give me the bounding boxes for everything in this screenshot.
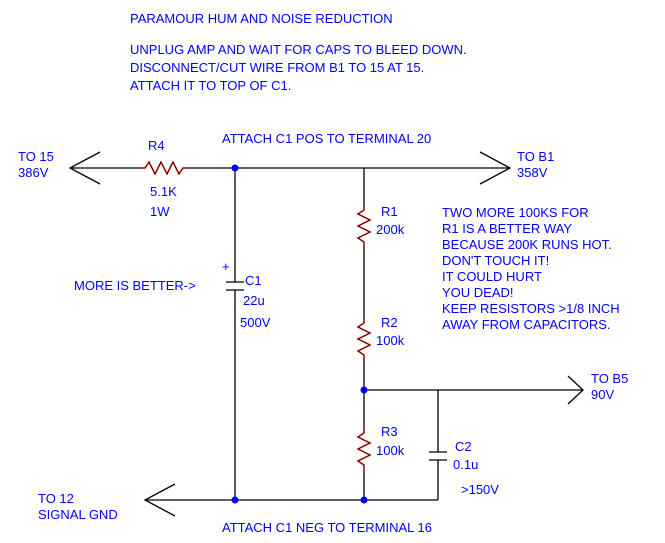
note-line: R1 IS A BETTER WAY (442, 221, 572, 236)
resistor-r4-symbol (140, 160, 188, 176)
r4-ref: R4 (148, 138, 165, 153)
tob5-arrow (567, 375, 584, 405)
r3-ref: R3 (381, 424, 398, 439)
c1-polarity: + (222, 259, 230, 274)
resistor-r3-symbol (356, 428, 372, 470)
r2-ref: R2 (381, 315, 398, 330)
port-to12-name: TO 12 (38, 491, 74, 506)
tob1-arrow (479, 151, 512, 185)
attach-pos-label: ATTACH C1 POS TO TERMINAL 20 (222, 131, 431, 146)
junction-node (231, 164, 239, 172)
divider-chain (356, 168, 372, 500)
resistor-r1-symbol (356, 205, 372, 247)
more-is-better-label: MORE IS BETTER-> (74, 278, 196, 293)
resistor-r2-symbol (356, 318, 372, 360)
note-line: AWAY FROM CAPACITORS. (442, 317, 611, 332)
r2-value: 100k (376, 333, 405, 348)
instruction-line-1: UNPLUG AMP AND WAIT FOR CAPS TO BLEED DO… (130, 42, 467, 57)
to15-arrow (68, 151, 101, 185)
note-line: IT COULD HURT (442, 269, 542, 284)
c2-ref: C2 (455, 439, 472, 454)
c2-rating: >150V (461, 482, 499, 497)
note-line: TWO MORE 100KS FOR (442, 205, 589, 220)
port-tob1-voltage: 358V (517, 165, 548, 180)
note-line: DON'T TOUCH IT! (442, 253, 549, 268)
c1-branch (226, 168, 244, 500)
c2-value: 0.1u (453, 457, 478, 472)
port-to15-voltage: 386V (18, 165, 49, 180)
r4-rating: 1W (150, 204, 170, 219)
r1-value: 200k (376, 222, 405, 237)
port-tob5-name: TO B5 (591, 371, 628, 386)
note-line: YOU DEAD! (442, 285, 514, 300)
to12-arrow (143, 483, 176, 517)
r4-value: 5.1K (150, 184, 177, 199)
top-rail (68, 151, 512, 185)
r3-value: 100k (376, 443, 405, 458)
attach-neg-label: ATTACH C1 NEG TO TERMINAL 16 (222, 520, 432, 535)
port-tob1-name: TO B1 (517, 149, 554, 164)
b5-tap (364, 375, 584, 500)
instruction-line-2: DISCONNECT/CUT WIRE FROM B1 TO 15 AT 15. (130, 60, 424, 75)
note-line: KEEP RESISTORS >1/8 INCH (442, 301, 620, 316)
warning-note: TWO MORE 100KS FOR R1 IS A BETTER WAY BE… (442, 205, 620, 332)
junction-node (360, 386, 368, 394)
port-to15-name: TO 15 (18, 149, 54, 164)
port-tob5-voltage: 90V (591, 387, 614, 402)
junction-node (231, 496, 239, 504)
c1-rating: 500V (240, 315, 271, 330)
c1-value: 22u (243, 293, 265, 308)
note-line: BECAUSE 200K RUNS HOT. (442, 237, 612, 252)
instruction-line-3: ATTACH IT TO TOP OF C1. (130, 78, 291, 93)
junction-node (360, 496, 368, 504)
ground-rail (143, 483, 438, 517)
port-to12-sub: SIGNAL GND (38, 507, 118, 522)
diagram-title: PARAMOUR HUM AND NOISE REDUCTION (130, 11, 393, 26)
c1-ref: C1 (245, 273, 262, 288)
r1-ref: R1 (381, 204, 398, 219)
